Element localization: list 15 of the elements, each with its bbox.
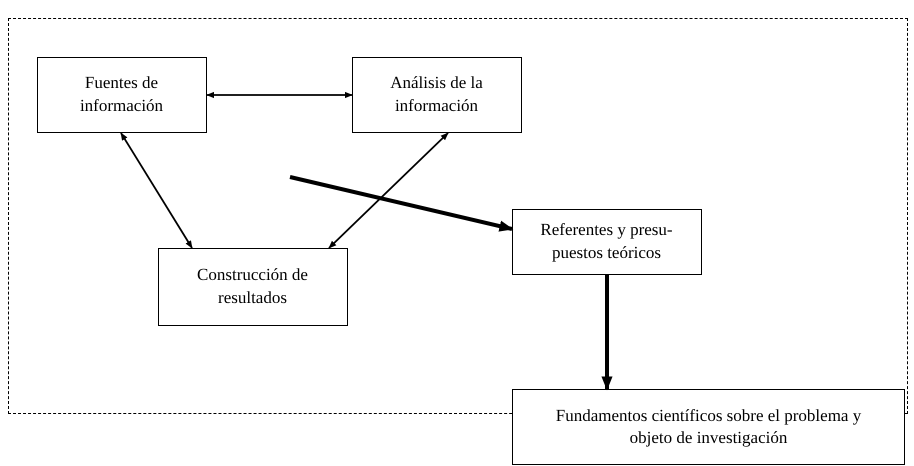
box-text: Referentes y presu- puestos teóricos bbox=[539, 219, 674, 264]
box-text: Fuentes de información bbox=[78, 72, 164, 116]
arrow bbox=[120, 132, 193, 249]
arrow bbox=[206, 92, 353, 98]
box-text: Análisis de la información bbox=[389, 72, 484, 116]
process-box bbox=[512, 208, 702, 274]
process-box bbox=[352, 56, 522, 132]
box-text: Fundamentos científicos sobre el problema y objeto de investigación bbox=[554, 404, 862, 449]
process-box bbox=[158, 248, 348, 326]
process-box bbox=[512, 389, 905, 465]
arrow bbox=[601, 275, 613, 390]
box-text: Construcción de resultados bbox=[196, 264, 309, 308]
process-box bbox=[36, 56, 206, 132]
arrow bbox=[290, 175, 514, 232]
arrow bbox=[328, 132, 449, 249]
